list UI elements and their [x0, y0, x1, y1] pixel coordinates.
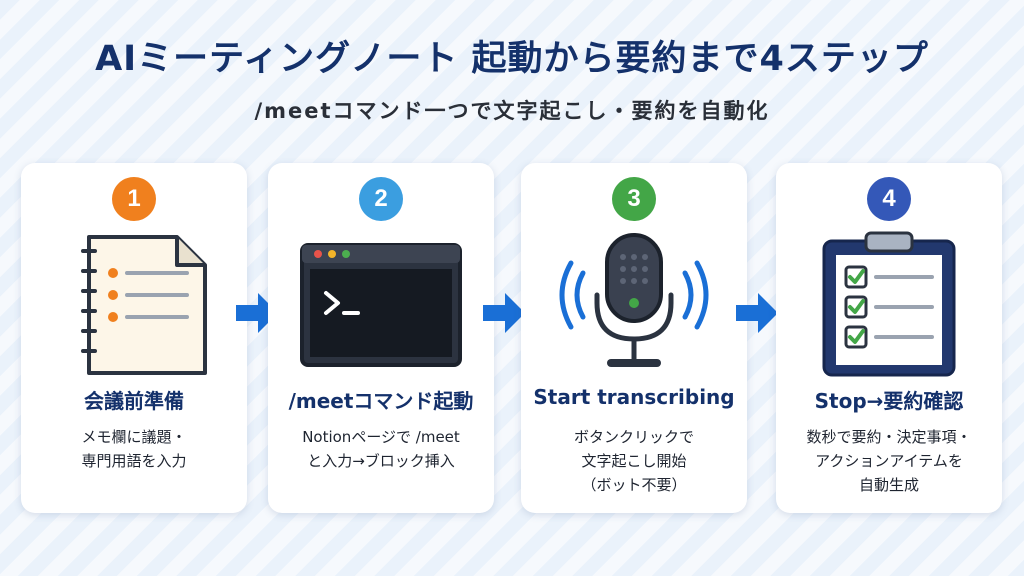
step-description: メモ欄に議題・ 専門用語を入力	[27, 425, 241, 473]
step-title: Stop→要約確認	[814, 389, 964, 413]
microphone-icon	[559, 233, 709, 367]
step-number-badge: 1	[112, 177, 156, 221]
step-description: 数秒で要約・決定事項・ アクションアイテムを 自動生成	[782, 425, 996, 497]
terminal-icon	[300, 243, 462, 367]
step-title: 会議前準備	[84, 389, 184, 413]
step-number-badge: 3	[612, 177, 656, 221]
step-title: Start transcribing	[533, 385, 735, 409]
right-arrow-icon	[483, 293, 525, 333]
right-arrow-icon	[236, 293, 278, 333]
step-description: Notionページで /meet と入力→ブロック挿入	[274, 425, 488, 473]
step-description: ボタンクリックで 文字起こし開始 （ボット不要）	[527, 425, 741, 497]
page-title: AIミーティングノート 起動から要約まで4ステップ	[95, 39, 929, 79]
right-arrow-icon	[736, 293, 778, 333]
step-description-line: アクションアイテムを	[815, 452, 963, 470]
step-number-badge: 2	[359, 177, 403, 221]
step-description-line: メモ欄に議題・	[81, 428, 187, 446]
step-description-line: （ボット不要）	[581, 476, 687, 494]
step-description-line: 文字起こし開始	[581, 452, 687, 470]
step-description-line: Notionページで /meet	[302, 428, 460, 446]
step-card-2: 2 /meetコマンド起動 Notionページで /meet と入力→ブロック挿…	[268, 163, 494, 513]
step-card-3: 3 Start transcribing ボタンクリックで 文字起こし開始 （ボ…	[521, 163, 747, 513]
step-card-1: 1 会議前準備 メモ欄に議題・ 専門用語を入力	[21, 163, 247, 513]
step-description-line: 自動生成	[858, 476, 919, 494]
page-subtitle: /meetコマンド一つで文字起こし・要約を自動化	[254, 99, 770, 123]
step-number-badge: 4	[867, 177, 911, 221]
step-description-line: 専門用語を入力	[81, 452, 187, 470]
step-description-line: と入力→ブロック挿入	[307, 452, 455, 470]
step-description-line: 数秒で要約・決定事項・	[806, 428, 972, 446]
step-card-4: 4 Stop→要約確認 数秒で要約・決定事項・ アクションアイテムを 自動生成	[776, 163, 1002, 513]
step-description-line: ボタンクリックで	[573, 428, 694, 446]
step-title: /meetコマンド起動	[288, 389, 474, 413]
notebook-icon	[81, 235, 207, 375]
clipboard-checklist-icon	[822, 231, 956, 377]
